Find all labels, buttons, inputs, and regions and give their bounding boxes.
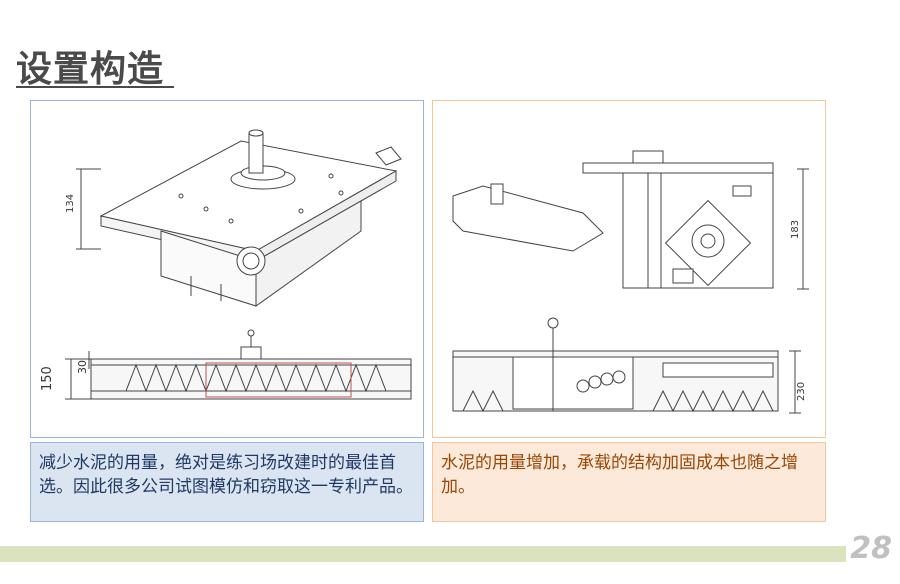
title-underline — [16, 86, 174, 88]
right-caption: 水泥的用量增加，承载的结构加固成本也随之增加。 — [432, 442, 826, 522]
dim-section-b-label: 150 — [40, 366, 55, 391]
left-diagram: 134 30 150 — [40, 129, 412, 400]
right-diagram-panel: 183 230 — [432, 100, 826, 438]
dim-top-label: 134 — [65, 194, 76, 213]
page-title: 设置构造 — [16, 49, 165, 90]
page-number: 28 — [850, 531, 892, 566]
left-diagram-panel: 134 30 150 — [30, 100, 424, 438]
dim-section-a-label: 30 — [76, 360, 89, 374]
dim-right-top-label: 183 — [790, 220, 801, 239]
left-caption: 减少水泥的用量，绝对是练习场改建时的最佳首选。因此很多公司试图模仿和窃取这一专利… — [30, 442, 424, 522]
footer-bar — [0, 546, 846, 562]
dim-right-section-label: 230 — [796, 382, 807, 401]
right-diagram: 183 230 — [452, 150, 809, 414]
